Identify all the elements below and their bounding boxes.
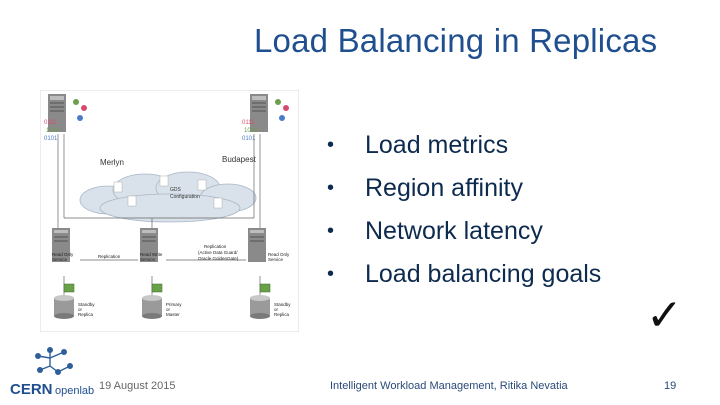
server-left-icon xyxy=(52,228,70,262)
client-server-right-icon: 0111 1010 0101 xyxy=(242,94,289,142)
bullet-text: Network latency xyxy=(365,217,543,245)
bullet-text: Load balancing goals xyxy=(365,260,602,288)
db-right-label-3: Replica xyxy=(274,312,290,317)
cloud-shape xyxy=(79,171,257,223)
db-right-label-2: or xyxy=(274,307,279,312)
server-left-label-1: Read Only xyxy=(52,252,74,257)
bullet-item: • Load balancing goals xyxy=(325,255,601,298)
db-left-label-3: Replica xyxy=(78,312,94,317)
server-right-label-1: Read Only xyxy=(268,252,290,257)
logo-text-bold: CERN xyxy=(10,381,53,398)
database-right-icon xyxy=(250,295,270,319)
database-mid-icon xyxy=(142,295,162,319)
replication-right-label-3: Oracle GoldenGate) xyxy=(198,256,239,261)
client-server-left-icon: 0111 1010 0101 xyxy=(44,94,87,142)
replication-right-label-1: Replication xyxy=(204,244,227,249)
site-label-right: Budapest xyxy=(222,155,257,164)
database-left-icon xyxy=(54,295,74,319)
footer-presentation-info: Intelligent Workload Management, Ritika … xyxy=(330,380,568,392)
site-label-left: Merlyn xyxy=(100,158,124,167)
slide-title: Load Balancing in Replicas xyxy=(254,22,658,59)
svg-text:0101: 0101 xyxy=(242,136,256,142)
cern-openlab-logo: CERN openlab xyxy=(10,347,94,398)
db-mid-label-1: Primary xyxy=(166,302,182,307)
server-right-icon xyxy=(248,228,266,262)
bullet-item: • Load metrics xyxy=(325,126,601,169)
bullet-item: • Network latency xyxy=(325,212,601,255)
footer-date: 19 August 2015 xyxy=(99,380,176,392)
db-left-label-1: Standby xyxy=(78,302,95,307)
replication-left-label: Replication xyxy=(98,254,121,259)
checkmark-icon: ✓ xyxy=(646,290,683,341)
db-mid-label-3: Master xyxy=(166,312,180,317)
bullet-marker: • xyxy=(327,134,335,156)
svg-text:1010: 1010 xyxy=(244,128,258,134)
svg-text:0111: 0111 xyxy=(44,120,57,126)
cloud-label-line1: GDS xyxy=(170,187,182,193)
svg-text:1010: 1010 xyxy=(46,128,60,134)
server-right-label-2: Service xyxy=(268,257,284,262)
page-number: 19 xyxy=(664,380,677,392)
server-mid-label-1: Read Write xyxy=(140,252,163,257)
svg-text:0101: 0101 xyxy=(44,136,58,142)
cloud-label-line2: Configuration xyxy=(170,194,200,200)
bullet-marker: • xyxy=(327,263,335,285)
bullet-list: • Load metrics • Region affinity • Network … xyxy=(325,126,601,298)
bullet-marker: • xyxy=(327,177,335,199)
server-left-label-2: Service xyxy=(52,257,68,262)
bullet-text: Region affinity xyxy=(365,174,523,202)
bullet-item: • Region affinity xyxy=(325,169,601,212)
server-mid-label-2: Service xyxy=(140,257,156,262)
svg-text:0111: 0111 xyxy=(242,120,255,126)
server-mid-icon xyxy=(140,228,158,262)
db-mid-label-2: or xyxy=(166,307,171,312)
architecture-diagram: 0111 1010 0101 0111 1010 0101 Merlyn Bud… xyxy=(40,90,299,332)
db-left-label-2: or xyxy=(78,307,83,312)
logo-text-light: openlab xyxy=(55,385,94,397)
replication-right-label-2: (Active Data Guard/ xyxy=(198,250,238,255)
db-right-label-1: Standby xyxy=(274,302,291,307)
bullet-marker: • xyxy=(327,220,335,242)
bullet-text: Load metrics xyxy=(365,131,509,159)
